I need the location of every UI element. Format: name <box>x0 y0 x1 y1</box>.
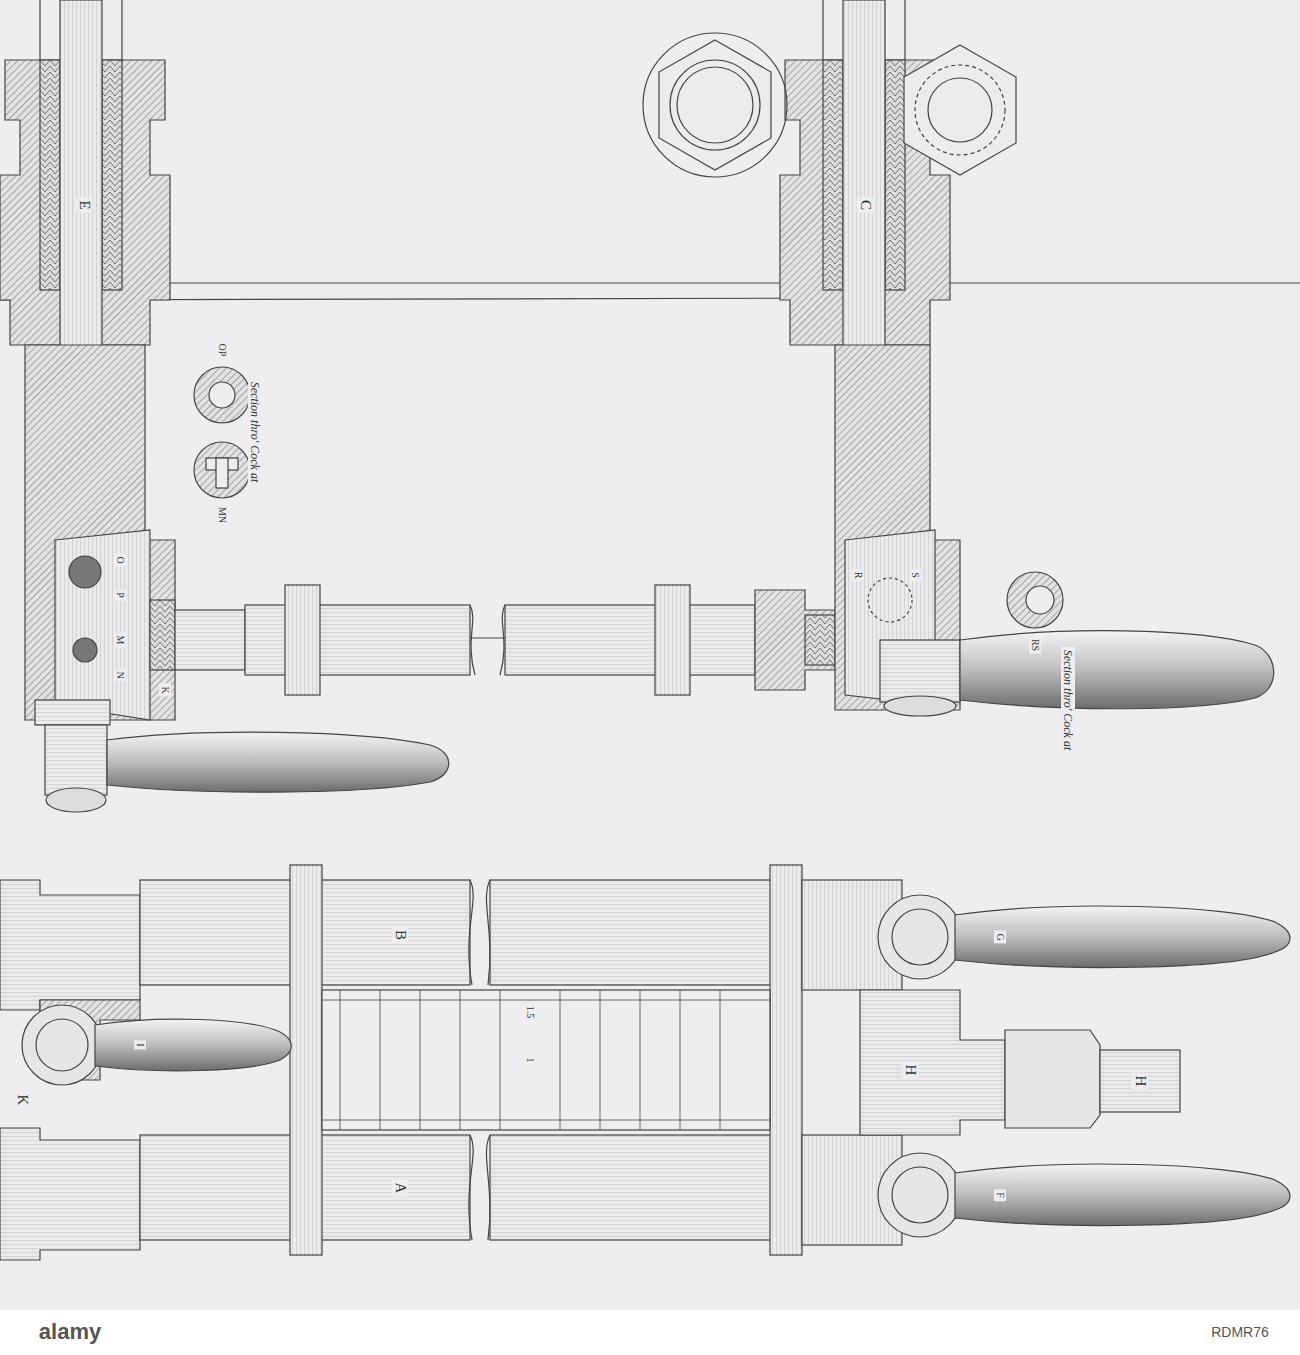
section-note: Section thro' Cock at <box>1061 647 1075 753</box>
part-letter: B <box>392 927 409 943</box>
scale-number: 1 <box>524 1055 536 1066</box>
part-letter: P <box>114 589 126 601</box>
part-letter: E <box>76 197 93 212</box>
section-letters: RS <box>1029 636 1041 654</box>
section-letters: OP <box>216 341 228 360</box>
part-letter: H <box>1132 1073 1149 1090</box>
section-note: Section thro' Cock at <box>248 379 262 485</box>
part-letter: I <box>134 1040 146 1049</box>
part-letter: K <box>14 1092 31 1109</box>
part-letter: R <box>852 569 864 582</box>
part-letter: S <box>909 569 921 581</box>
part-letter: A <box>392 1180 409 1197</box>
part-letter: F <box>994 1189 1006 1201</box>
part-letter: G <box>994 930 1006 943</box>
part-letter: M <box>114 633 126 648</box>
image-id: RDMR76 <box>1208 1324 1272 1340</box>
part-letter: C <box>857 197 874 213</box>
scale-number: 1.5 <box>524 1003 536 1022</box>
watermark: alamy <box>36 1320 104 1344</box>
part-letter: K <box>159 683 171 696</box>
section-letters: MN <box>216 504 228 526</box>
part-letter: H <box>902 1062 919 1079</box>
part-letter: N <box>114 668 126 681</box>
part-letter: O <box>114 553 126 566</box>
